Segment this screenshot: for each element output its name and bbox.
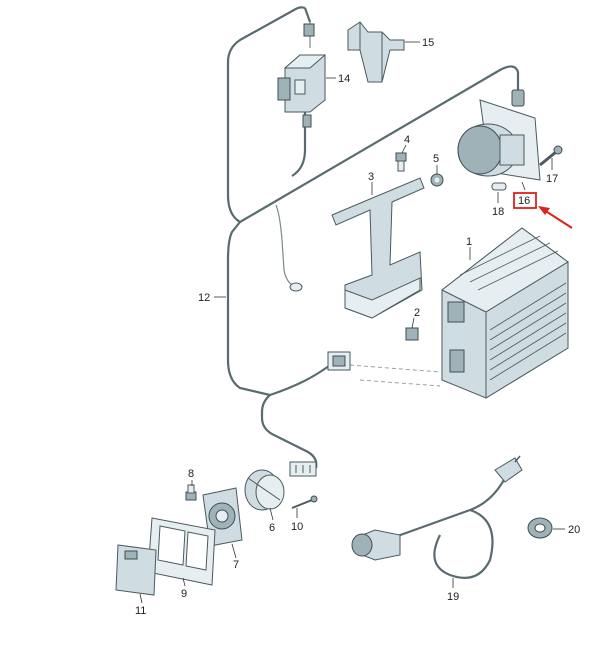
connector-right — [511, 89, 525, 107]
part-11-cover — [115, 544, 157, 596]
connector-mid — [327, 351, 351, 371]
highlight-arrow — [543, 209, 573, 229]
label-15: 15 — [422, 37, 434, 49]
part-17-screw — [539, 145, 563, 167]
label-20: 20 — [568, 524, 580, 536]
ring-terminal — [289, 282, 303, 292]
part-8-screw — [185, 484, 197, 501]
label-7: 7 — [233, 559, 239, 571]
highlight-part-16 — [513, 192, 573, 229]
part-6-socket-cap — [244, 469, 285, 511]
label-9: 9 — [181, 588, 187, 600]
part-3-mounting-bracket — [331, 177, 425, 319]
part-9-frame — [147, 517, 216, 586]
label-6: 6 — [269, 522, 275, 534]
part-2-clip — [405, 327, 419, 341]
label-10: 10 — [291, 521, 303, 533]
label-5: 5 — [433, 153, 439, 165]
label-4: 4 — [404, 134, 410, 146]
part-10-screw — [291, 495, 318, 509]
label-2: 2 — [414, 307, 420, 319]
label-14: 14 — [338, 73, 350, 85]
part-1-control-unit — [441, 227, 569, 399]
connector-top — [302, 23, 315, 128]
label-17: 17 — [546, 173, 558, 185]
label-18: 18 — [492, 206, 504, 218]
label-16: 16 — [518, 195, 530, 207]
label-12: 12 — [198, 292, 210, 304]
part-16-housing — [457, 99, 541, 181]
part-4-bolt — [395, 152, 407, 172]
label-1: 1 — [466, 236, 472, 248]
highlight-box — [513, 192, 537, 209]
part-5-nut — [430, 173, 444, 187]
label-19: 19 — [447, 591, 459, 603]
part-20-tape-roll — [527, 517, 553, 539]
part-14-module — [277, 54, 327, 113]
part-18-pin — [491, 182, 507, 191]
label-8: 8 — [188, 468, 194, 480]
label-3: 3 — [368, 171, 374, 183]
wiring-harness — [226, 6, 520, 469]
part-15-bracket — [347, 21, 405, 83]
arrow-head — [538, 206, 550, 215]
label-11: 11 — [135, 605, 146, 617]
part-19-cable — [351, 455, 523, 579]
part-labels: 15 14 4 5 3 1 12 2 17 18 16 8 7 6 10 9 1… — [135, 37, 580, 617]
leader-lines — [139, 41, 565, 604]
connector-bottom — [289, 461, 317, 477]
